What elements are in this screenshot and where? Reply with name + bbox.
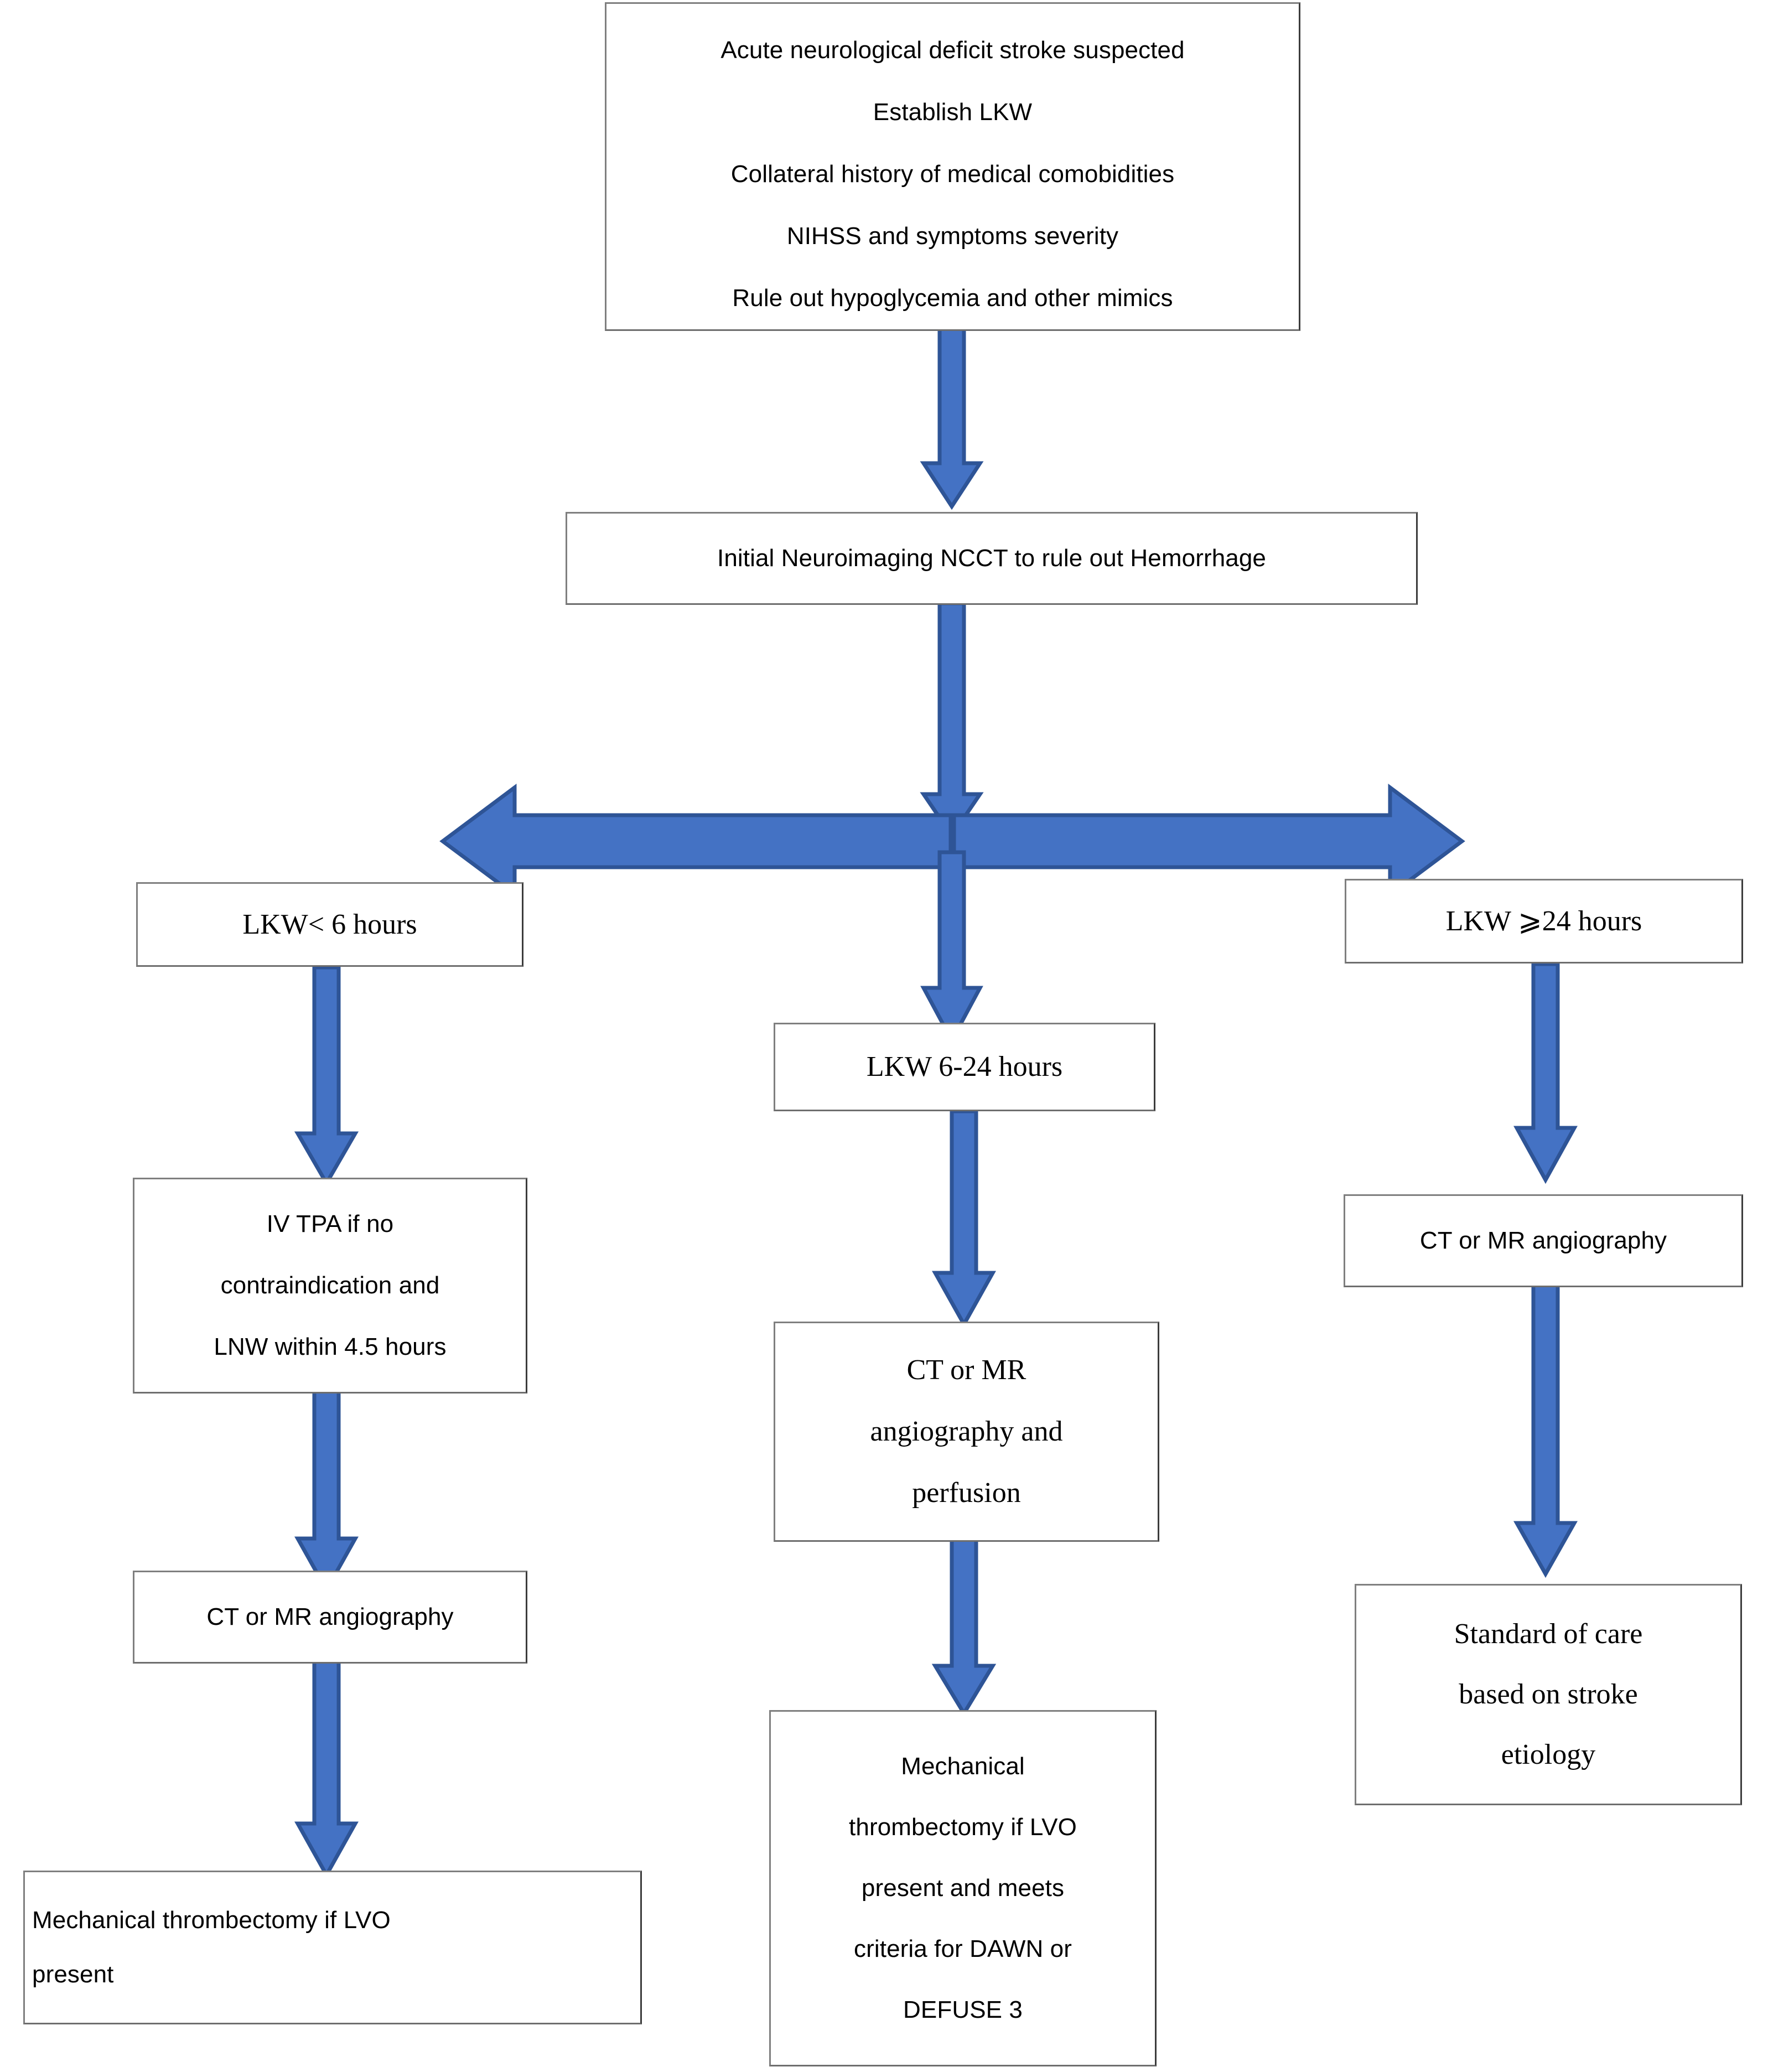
node-lkw-24-or-more-hours: LKW ⩾24 hours [1345, 879, 1743, 964]
node-line: LKW ⩾24 hours [1445, 905, 1642, 937]
node-ct-or-mr-angiography-and-perfusion: CT or MR angiography and perfusion [774, 1322, 1159, 1542]
node-line: present [32, 1961, 114, 1988]
node-initial-neuroimaging: Initial Neuroimaging NCCT to rule out He… [566, 512, 1418, 605]
node-line: LKW< 6 hours [242, 908, 417, 940]
node-line: criteria for DAWN or [854, 1935, 1072, 1962]
arrow-angiography-to-thrombectomy [293, 1655, 360, 1879]
node-line: contraindication and [220, 1271, 440, 1299]
node-line: Establish LKW [873, 99, 1033, 126]
node-line: DEFUSE 3 [903, 1996, 1023, 2023]
node-line: thrombectomy if LVO [849, 1814, 1077, 1841]
node-lkw-6-to-24-hours: LKW 6-24 hours [774, 1023, 1155, 1111]
node-line: Mechanical [901, 1753, 1025, 1780]
arrow-lkw624-to-angioperfusion [931, 1109, 997, 1329]
node-line: perfusion [912, 1477, 1021, 1509]
node-line: Collateral history of medical comobiditi… [730, 160, 1175, 188]
node-line: LNW within 4.5 hours [214, 1333, 447, 1360]
node-line: Mechanical thrombectomy if LVO [32, 1907, 391, 1934]
node-line: etiology [1501, 1738, 1596, 1770]
node-line: CT or MR angiography [1419, 1227, 1667, 1254]
node-ct-or-mr-angiography-right: CT or MR angiography [1344, 1194, 1743, 1287]
arrow-lkw6-to-ivtpa [293, 965, 360, 1187]
node-line: present and meets [861, 1874, 1065, 1902]
node-line: Rule out hypoglycemia and other mimics [732, 284, 1173, 312]
arrow-assessment-to-neuroimaging [920, 316, 984, 510]
node-line: NIHSS and symptoms severity [786, 222, 1119, 250]
node-line: LKW 6-24 hours [866, 1051, 1063, 1082]
node-ct-or-mr-angiography-left: CT or MR angiography [133, 1571, 527, 1664]
node-initial-assessment: Acute neurological deficit stroke suspec… [605, 2, 1300, 331]
arrow-ivtpa-to-angiography [293, 1370, 360, 1594]
node-standard-of-care: Standard of care based on stroke etiolog… [1355, 1584, 1742, 1805]
node-mechanical-thrombectomy-lvo: Mechanical thrombectomy if LVO present [23, 1871, 642, 2024]
arrow-split-to-middle [920, 850, 983, 1045]
node-line: CT or MR angiography [206, 1603, 454, 1630]
node-line: Acute neurological deficit stroke suspec… [720, 37, 1185, 64]
node-lkw-under-6-hours: LKW< 6 hours [136, 882, 523, 967]
node-iv-tpa: IV TPA if no contraindication and LNW wi… [133, 1178, 527, 1394]
node-line: IV TPA if no [266, 1210, 394, 1238]
node-mechanical-thrombectomy-dawn-defuse: Mechanical thrombectomy if LVO present a… [769, 1710, 1157, 2066]
arrow-angiography-to-standardofcare [1512, 1282, 1579, 1578]
arrow-lkw24-to-angiography [1512, 962, 1579, 1184]
node-line: Standard of care [1454, 1618, 1643, 1650]
node-line: CT or MR [906, 1354, 1026, 1386]
node-line: angiography and [870, 1415, 1063, 1447]
node-line: Initial Neuroimaging NCCT to rule out He… [717, 545, 1266, 572]
arrow-angioperfusion-to-thrombectomy [931, 1525, 997, 1717]
node-line: based on stroke [1459, 1678, 1638, 1710]
